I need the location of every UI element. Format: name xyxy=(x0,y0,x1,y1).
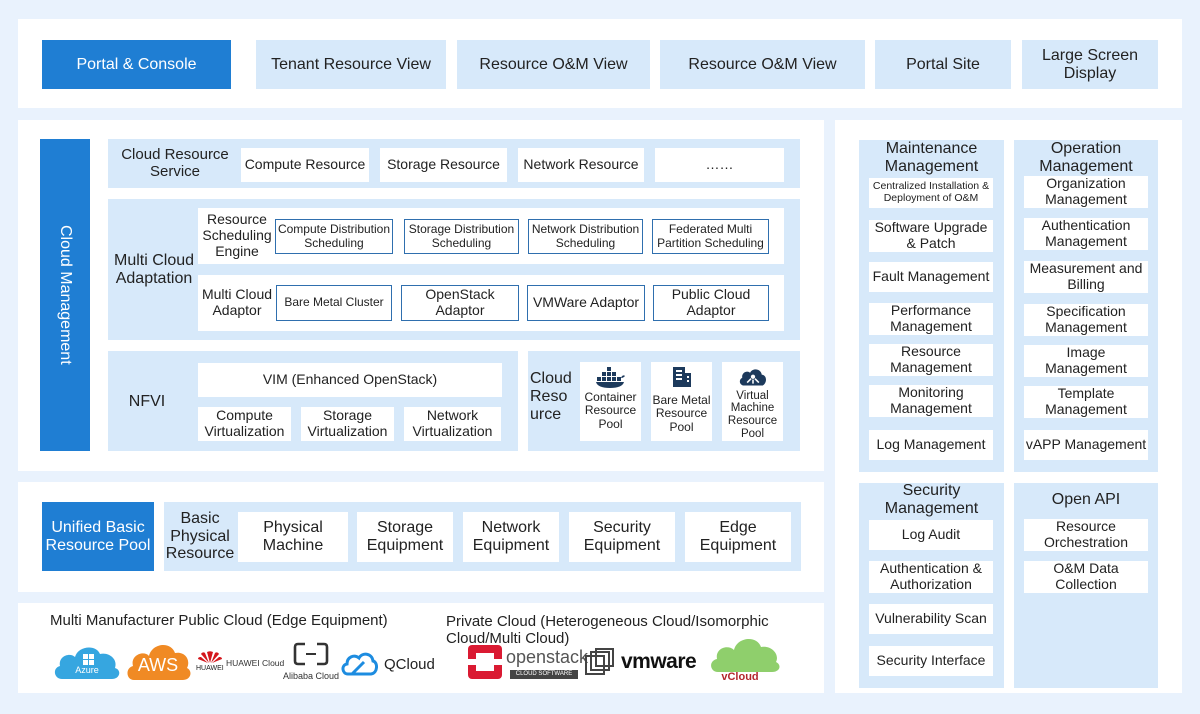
vmware-text: vmware xyxy=(621,650,697,673)
more-resource-box: …… xyxy=(655,148,784,182)
compute-distribution-scheduling-box: Compute Distribution Scheduling xyxy=(275,219,393,254)
vmware-logo: vmware xyxy=(585,648,705,678)
fault-management-box: Fault Management xyxy=(869,262,993,292)
physical-machine-box: Physical Machine xyxy=(238,512,348,562)
azure-logo: Azure xyxy=(52,642,122,680)
huawei-cloud-text: HUAWEI Cloud xyxy=(226,658,285,668)
network-distribution-scheduling-box: Network Distribution Scheduling xyxy=(528,219,643,254)
aws-text: AWS xyxy=(137,655,179,675)
public-cloud-label: Multi Manufacturer Public Cloud (Edge Eq… xyxy=(50,612,388,629)
resource-scheduling-engine-label: Resource Scheduling Engine xyxy=(202,211,272,259)
basic-physical-resource-label: Basic Physical Resource xyxy=(165,509,235,563)
monitoring-management-box: Monitoring Management xyxy=(869,384,993,417)
resource-orchestration-box: Resource Orchestration xyxy=(1024,518,1148,551)
cloud-resource-service-label: Cloud Resource Service xyxy=(121,145,229,180)
cloud-resource-label: Cloud Resource xyxy=(530,370,572,423)
openstack-logo: openstack CLOUD SOFTWARE xyxy=(468,645,588,681)
vapp-management-box: vAPP Management xyxy=(1024,430,1148,460)
unified-basic-resource-pool-box: Unified Basic Resource Pool xyxy=(42,502,154,571)
container-resource-pool-box: Container Resource Pool xyxy=(580,362,641,441)
software-upgrade-box: Software Upgrade & Patch xyxy=(869,219,993,252)
template-management-box: Template Management xyxy=(1024,385,1148,418)
network-equipment-box: Network Equipment xyxy=(463,512,559,562)
vcloud-logo: vCloud xyxy=(708,634,782,686)
vulnerability-scan-box: Vulnerability Scan xyxy=(869,604,993,634)
portal-console-box: Portal & Console xyxy=(42,40,231,89)
edge-equipment-box: Edge Equipment xyxy=(685,512,791,562)
azure-cloud-icon xyxy=(54,647,120,679)
network-virtualization-box: Network Virtualization xyxy=(404,407,501,441)
storage-resource-box: Storage Resource xyxy=(380,148,507,182)
bare-metal-resource-pool-label: Bare Metal Resource Pool xyxy=(652,393,711,434)
storage-equipment-box: Storage Equipment xyxy=(357,512,453,562)
alibaba-cloud-icon xyxy=(293,642,329,666)
nfvi-label: NFVI xyxy=(128,393,166,411)
azure-text: Azure xyxy=(75,665,99,675)
bare-metal-resource-pool-box: Bare Metal Resource Pool xyxy=(651,362,712,441)
alibaba-text: Alibaba Cloud xyxy=(283,671,340,681)
portal-site-box: Portal Site xyxy=(875,40,1011,89)
storage-virtualization-box: Storage Virtualization xyxy=(301,407,394,441)
vcloud-text: vCloud xyxy=(721,671,759,683)
compute-virtualization-box: Compute Virtualization xyxy=(198,407,291,441)
authentication-management-box: Authentication Management xyxy=(1024,217,1148,250)
public-cloud-adaptor-box: Public Cloud Adaptor xyxy=(653,285,769,321)
resource-om-view-box-2: Resource O&M View xyxy=(660,40,865,89)
resource-management-box: Resource Management xyxy=(869,343,993,376)
vmware-adaptor-box: VMWare Adaptor xyxy=(527,285,645,321)
huawei-flower-icon xyxy=(198,651,222,663)
om-data-collection-box: O&M Data Collection xyxy=(1024,560,1148,593)
huawei-logo: HUAWEI HUAWEI Cloud xyxy=(196,650,288,680)
huawei-text: HUAWEI xyxy=(196,665,224,672)
bare-metal-cluster-box: Bare Metal Cluster xyxy=(276,285,392,321)
virtual-machine-resource-pool-label: Virtual Machine Resource Pool xyxy=(727,389,778,441)
container-resource-pool-label: Container Resource Pool xyxy=(584,390,637,431)
aws-cloud-icon xyxy=(127,645,191,680)
storage-distribution-scheduling-box: Storage Distribution Scheduling xyxy=(404,219,519,254)
tenant-resource-view-box: Tenant Resource View xyxy=(256,40,446,89)
openstack-adaptor-box: OpenStack Adaptor xyxy=(401,285,519,321)
security-interface-box: Security Interface xyxy=(869,646,993,676)
qcloud-icon xyxy=(341,652,378,676)
specification-management-box: Specification Management xyxy=(1024,303,1148,336)
server-icon xyxy=(672,367,691,387)
cloud-management-title: Cloud Management xyxy=(56,225,74,365)
resource-om-view-box-1: Resource O&M View xyxy=(457,40,650,89)
log-management-box: Log Management xyxy=(869,430,993,460)
maintenance-management-title: Maintenance Management xyxy=(884,140,979,175)
large-screen-display-box: Large Screen Display xyxy=(1022,40,1158,89)
vmware-icon xyxy=(585,648,614,675)
open-api-title: Open API xyxy=(1051,491,1121,509)
vm-cloud-icon xyxy=(739,369,766,386)
qcloud-logo: QCloud xyxy=(340,649,440,677)
image-management-box: Image Management xyxy=(1024,344,1148,377)
federated-multi-partition-scheduling-box: Federated Multi Partition Scheduling xyxy=(652,219,769,254)
qcloud-text: QCloud xyxy=(384,656,435,673)
multi-cloud-adaptation-label: Multi Cloud Adaptation xyxy=(113,252,195,287)
network-resource-box: Network Resource xyxy=(518,148,644,182)
virtual-machine-resource-pool-box: Virtual Machine Resource Pool xyxy=(722,362,783,441)
multi-cloud-adaptor-label: Multi Cloud Adaptor xyxy=(201,286,273,318)
aws-logo: AWS xyxy=(125,639,191,681)
security-equipment-box: Security Equipment xyxy=(569,512,675,562)
openstack-icon xyxy=(468,645,502,679)
private-cloud-label: Private Cloud (Heterogeneous Cloud/Isomo… xyxy=(446,613,769,648)
performance-management-box: Performance Management xyxy=(869,302,993,335)
authentication-authorization-box: Authentication & Authorization xyxy=(869,560,993,593)
operation-management-title: Operation Management xyxy=(1039,140,1133,175)
vcloud-icon xyxy=(711,639,780,672)
docker-icon xyxy=(595,367,625,388)
organization-management-box: Organization Management xyxy=(1024,175,1148,208)
vim-enhanced-openstack-box: VIM (Enhanced OpenStack) xyxy=(198,363,502,397)
centralized-installation-box: Centralized Installation & Deployment of… xyxy=(869,178,993,208)
openstack-subtext: CLOUD SOFTWARE xyxy=(510,670,578,679)
openstack-text: openstack xyxy=(506,647,589,667)
security-management-title: Security Management xyxy=(884,482,979,517)
measurement-billing-box: Measurement and Billing xyxy=(1024,260,1148,293)
compute-resource-box: Compute Resource xyxy=(241,148,369,182)
log-audit-box: Log Audit xyxy=(869,520,993,550)
cloud-management-bar: Cloud Management xyxy=(40,139,90,451)
alibaba-logo: Alibaba Cloud xyxy=(283,642,339,684)
